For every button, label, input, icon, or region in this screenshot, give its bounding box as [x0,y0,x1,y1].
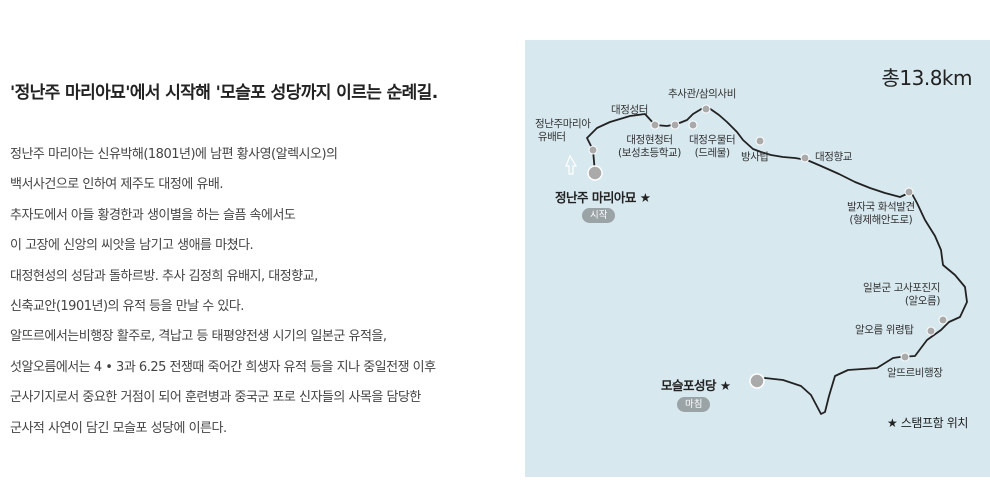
station-label-aloreum-memorial: 알오름 위령탑 [855,324,914,336]
description-panel: '정난주 마리아묘'에서 시작해 '모슬포 성당까지 이르는 순례길. 정난주 … [10,0,510,500]
station-label-gosapo: 일본군 고사포진지 (알오름) [863,282,941,307]
station-dot [755,136,765,146]
description-paragraph: 정난주 마리아는 신유박해(1801년)에 남편 황사영(알렉시오)의 백서사건… [10,144,510,448]
paragraph-line: 군사기지로서 중요한 거점이 되어 훈련병과 중국군 포로 신자들의 사목을 담… [10,390,421,406]
station-label-daejeong-umulteo: 대정우물터 (드레물) [689,134,736,159]
station-label-daejeong-hyeoncheongteo: 대정현청터 (보성초등학교) [618,134,681,159]
paragraph-line: 정난주 마리아는 신유박해(1801년)에 남편 황사영(알렉시오)의 [10,147,338,162]
station-dot [588,145,598,155]
route-line [586,107,968,415]
station-dot [670,120,680,130]
station-label-altteureu-airfield: 알뜨르비행장 [887,367,943,379]
end-label: 모슬포성당 ★ [661,378,731,393]
start-label: 정난주 마리아묘 ★ [555,190,651,205]
paragraph-line: 섯알오름에서는 4 • 3과 6.25 전쟁때 죽어간 희생자 유적 등을 지나… [10,359,436,375]
start-arrow-icon [565,154,578,175]
end-badge: 마침 [677,397,711,412]
end-point [749,373,765,389]
station-dot [800,153,810,163]
station-label-yubaeteo: 정난주마리아 유배터 [535,118,591,143]
headline: '정난주 마리아묘'에서 시작해 '모슬포 성당까지 이르는 순례길. [10,83,438,103]
station-label-daejeong-seongteo: 대정성터 [611,104,649,116]
total-distance: 총13.8km [881,66,973,90]
station-label-fossil-site: 발자국 화석발견 (형제해안도로) [847,201,915,226]
station-dot [904,187,914,197]
station-dot [650,120,660,130]
station-dot [926,326,936,336]
station-dot [900,352,910,362]
station-dot [701,104,711,114]
paragraph-line: 백서사건으로 인하여 제주도 대정에 유배. [10,177,223,193]
start-point [587,165,603,181]
paragraph-line: 대정현성의 성담과 돌하르방. 추사 김정희 유배지, 대정향교, [10,268,318,284]
paragraph-line: 이 고장에 신앙의 씨앗을 남기고 생애를 마쳤다. [10,238,254,254]
station-dot [688,120,698,130]
start-badge: 시작 [582,208,616,223]
route-map-graphic [565,104,968,415]
station-label-daejeong-hyanggyo: 대정향교 [815,151,853,163]
route-map: 총13.8km 정난주마리아 유배터 대정성터 대정현청터 (보성초등학교) 대… [525,40,990,477]
station-label-bangsatap: 방사탑 [741,151,769,163]
stamp-legend: ★ 스탬프함 위치 [886,416,968,430]
paragraph-line: 추자도에서 아들 황경한과 생이별을 하는 슬픔 속에서도 [10,207,296,223]
paragraph-line: 군사적 사연이 담긴 모슬포 성당에 이른다. [10,420,227,436]
station-label-chusagwan: 추사관/삼의사비 [668,88,736,100]
paragraph-line: 알뜨르에서는비행장 활주로, 격납고 등 태평양전생 시기의 일본군 유적을, [10,329,387,345]
station-dot [938,315,948,325]
paragraph-line: 신축교안(1901년)의 유적 등을 만날 수 있다. [10,298,244,314]
